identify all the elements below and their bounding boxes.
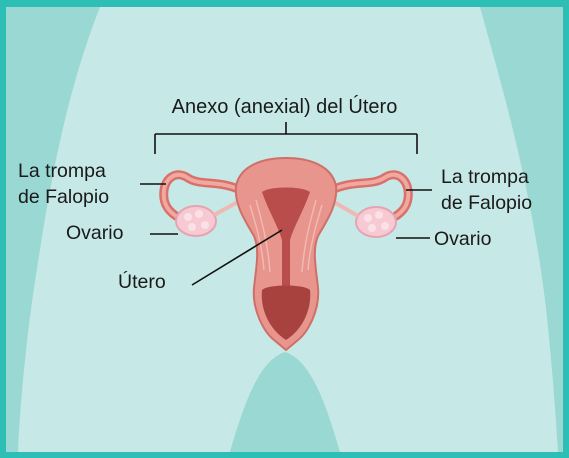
frame-bottom-border xyxy=(0,452,569,458)
ovary-left-label: Ovario xyxy=(66,221,123,245)
fallopian-left-label-line1: La trompa xyxy=(18,159,106,183)
fallopian-left-label-line2: de Falopio xyxy=(18,185,109,209)
fallopian-right-label-line2: de Falopio xyxy=(441,191,532,215)
ovary-right-label: Ovario xyxy=(434,227,491,251)
ovary-right xyxy=(356,207,396,237)
frame-right-border xyxy=(563,7,569,458)
ovary-left xyxy=(176,206,216,236)
frame-left-border xyxy=(0,7,6,458)
fallopian-right-label-line1: La trompa xyxy=(441,165,529,189)
uterus-label: Útero xyxy=(118,270,166,294)
adnexa-label: Anexo (anexial) del Útero xyxy=(0,95,569,119)
